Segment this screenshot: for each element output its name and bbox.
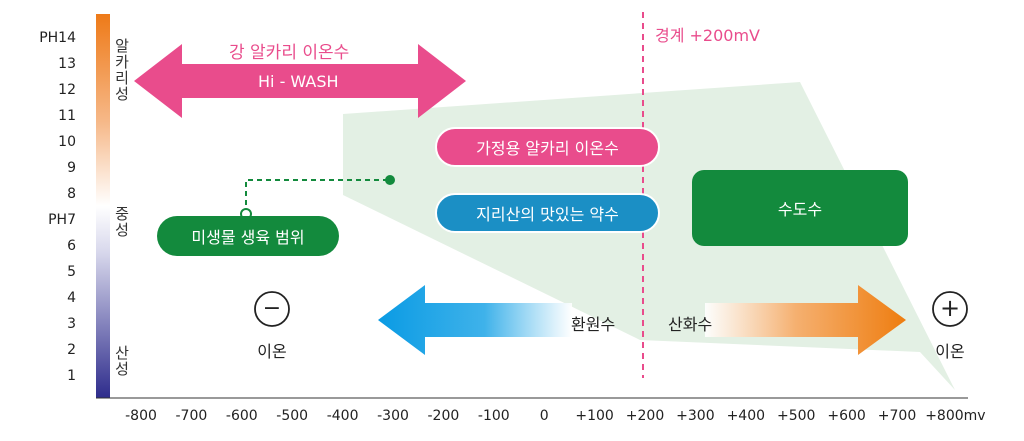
y-tick-label: PH7 <box>48 212 76 228</box>
y-tick-label: PH14 <box>39 30 76 46</box>
y-tick-label: 6 <box>67 238 76 254</box>
microbe-growth-label: 미생물 생육 범위 <box>191 228 305 247</box>
jiri-spring-box: 지리산의 맛있는 약수 <box>435 193 660 233</box>
x-tick-label: +700 <box>877 408 917 424</box>
micro-connector-line <box>245 179 390 214</box>
hi-wash-arrow <box>134 44 466 118</box>
x-tick-label: -400 <box>326 408 359 424</box>
y-tick-label: 9 <box>67 160 76 176</box>
y-tick-label: 5 <box>67 264 76 280</box>
tap-water-box: 수도수 <box>692 170 908 246</box>
y-tick-label: 1 <box>67 368 76 384</box>
x-tick-label: +500 <box>776 408 816 424</box>
household-alkali-box: 가정용 알카리 이온수 <box>435 127 660 167</box>
y-tick-label: 3 <box>67 316 76 332</box>
y-tick-label: 8 <box>67 186 76 202</box>
hi-wash-label: Hi - WASH <box>258 72 339 91</box>
x-tick-label: -100 <box>477 408 510 424</box>
plus-ion-symbol: + <box>939 294 961 322</box>
reduction-arrow <box>378 285 572 355</box>
y-tick-label: 11 <box>58 108 76 124</box>
tap-water-label: 수도수 <box>777 200 823 219</box>
boundary-label: 경계 +200mV <box>655 26 761 45</box>
reduction-water-label: 환원수 <box>571 315 616 334</box>
y-tick-label: 13 <box>58 56 76 72</box>
x-tick-label: -600 <box>225 408 258 424</box>
jiri-spring-label: 지리산의 맛있는 약수 <box>476 205 619 224</box>
minus-ion-label: 이온 <box>257 342 287 361</box>
y-tick-label: 4 <box>67 290 76 306</box>
x-tick-label: +800mv <box>925 408 986 424</box>
minus-ion-symbol: − <box>262 296 282 321</box>
microbe-growth-box: 미생물 생육 범위 <box>157 216 339 256</box>
x-tick-label: +100 <box>575 408 614 424</box>
strong-alkali-title: 강 알카리 이온수 <box>229 43 350 63</box>
oxidation-water-label: 산화수 <box>668 315 713 334</box>
y-tick-label: 10 <box>58 134 76 150</box>
minus-ion-circle <box>254 291 290 327</box>
x-tick-label: +300 <box>676 408 715 424</box>
x-tick-label: 0 <box>539 408 549 424</box>
connector-end-dot <box>385 175 395 185</box>
y-tick-label: 12 <box>58 82 76 98</box>
x-tick-label: -700 <box>175 408 208 424</box>
x-tick-label: -500 <box>276 408 309 424</box>
x-tick-label: -200 <box>427 408 460 424</box>
household-alkali-label: 가정용 알카리 이온수 <box>476 139 619 158</box>
x-tick-label: +200 <box>625 408 665 424</box>
plus-ion-circle <box>932 291 968 327</box>
y-tick-label: 2 <box>67 342 76 358</box>
oxidation-arrow <box>705 285 906 355</box>
plus-ion-label: 이온 <box>935 342 965 361</box>
x-tick-label: -300 <box>377 408 409 424</box>
x-tick-label: -800 <box>125 408 157 424</box>
x-tick-label: +400 <box>726 408 766 424</box>
x-tick-label: +600 <box>827 408 866 424</box>
ph-gradient-bar <box>96 14 110 398</box>
